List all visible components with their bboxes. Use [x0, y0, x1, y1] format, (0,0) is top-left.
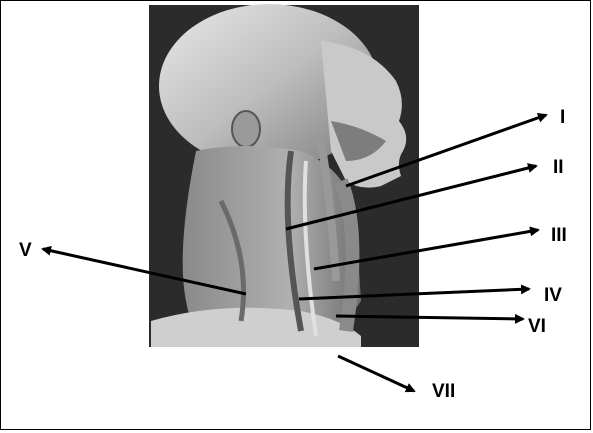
label-IV: IV: [544, 285, 562, 306]
arrow-VII: [338, 356, 414, 391]
label-III: III: [551, 225, 567, 246]
label-I: I: [560, 107, 565, 128]
label-II: II: [553, 157, 564, 178]
label-VI: VI: [528, 316, 546, 337]
label-V: V: [19, 240, 32, 261]
label-VII: VII: [432, 381, 455, 402]
